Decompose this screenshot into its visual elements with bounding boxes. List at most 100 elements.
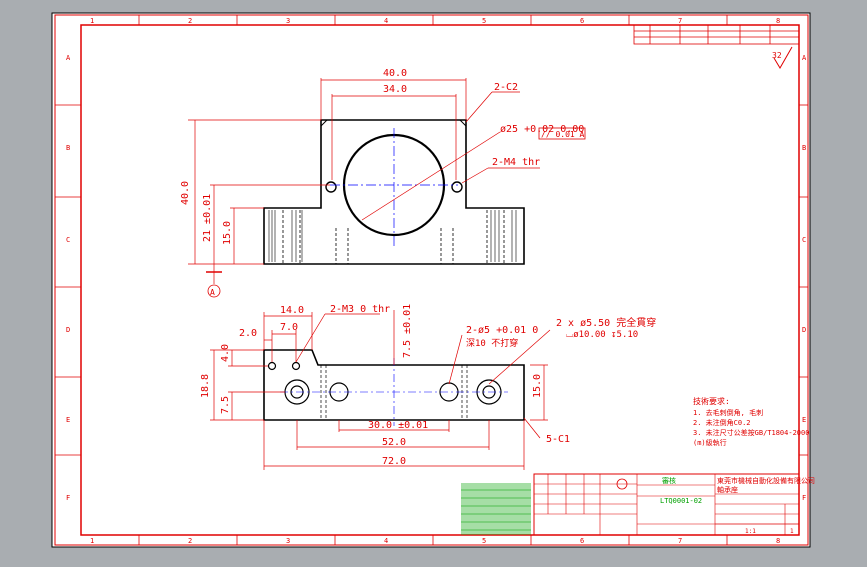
dim-72: 72.0 (382, 456, 406, 467)
column-label: 1 (90, 17, 94, 25)
dim-7-5-vertical: 7.5 ±0.01 (402, 304, 413, 358)
svg-text:2. 未注倒角C0.2: 2. 未注倒角C0.2 (693, 418, 751, 427)
top-hidden-lines (320, 365, 468, 420)
sheet-number: 1 (790, 528, 794, 535)
dim-4: 4.0 (220, 344, 231, 362)
top-view: 14.0 7.0 2.0 4.0 18.8 7.5 7.5 ±0.01 15.0… (200, 304, 656, 470)
column-label: 7 (678, 17, 682, 25)
pin-depth-callout: 深10 不打穿 (466, 337, 518, 349)
column-label: 5 (482, 17, 486, 25)
cbore-sub-callout: ⌴ø10.00 ↧5.10 (566, 330, 638, 340)
row-label: E (802, 416, 806, 424)
dim-15: 15.0 (532, 374, 543, 398)
column-labels: 1 1 2 2 3 3 4 4 5 5 6 6 7 7 8 8 (90, 15, 780, 545)
tap-hole-left (325, 181, 337, 193)
dim-2: 2.0 (239, 328, 257, 339)
column-label: 2 (188, 537, 192, 545)
dim-7-5: 7.5 (220, 396, 231, 414)
row-labels: A A B B C C D D E E F F (55, 54, 808, 502)
column-label: 5 (482, 537, 486, 545)
title-block-border (533, 473, 800, 536)
top-centerlines (280, 358, 508, 426)
column-label: 6 (580, 17, 584, 25)
datum-symbol: A (206, 271, 222, 298)
row-label: A (66, 54, 71, 62)
dim-30: 30.0 ±0.01 (368, 420, 428, 431)
column-label: 6 (580, 537, 584, 545)
tap-hole-right (451, 181, 463, 193)
technical-notes: 技術要求: 1. 去毛刺倒角, 毛刺 2. 未注倒角C0.2 3. 未注尺寸公差… (693, 396, 809, 447)
thread-hatch (268, 210, 517, 262)
inner-frame (80, 24, 800, 536)
column-label: 8 (776, 537, 780, 545)
svg-text:32: 32 (772, 51, 782, 60)
m3-hole-left (267, 361, 277, 371)
projection-symbol (616, 478, 628, 490)
green-grid (461, 489, 531, 531)
chamfer-right (459, 119, 467, 127)
chamfer-callout: 2-C2 (494, 82, 518, 93)
row-label: B (802, 144, 806, 152)
company-name: 東莞市機械自動化設備有限公司 (717, 476, 815, 485)
svg-text:(m)級執行: (m)級執行 (693, 438, 727, 447)
row-label: C (66, 236, 70, 244)
svg-text:3. 未注尺寸公差按GB/T1804-2000: 3. 未注尺寸公差按GB/T1804-2000 (693, 428, 809, 437)
column-label: 3 (286, 17, 290, 25)
green-stamp-area (461, 483, 531, 535)
title-block: 東莞市機械自動化設備有限公司 軸承座 LTQ0001-02 審核 1:1 1 (461, 473, 815, 536)
approval-label: 審核 (662, 476, 676, 485)
dim-width-outer: 40.0 (383, 68, 407, 79)
row-label: D (802, 326, 806, 334)
title-block-grid (534, 474, 799, 535)
cbore-callout: 2 x ø5.50 完全貫穿 (556, 316, 656, 329)
column-label: 3 (286, 537, 290, 545)
dim-base-height: 15.0 (222, 221, 233, 245)
surface-finish-symbol: 32 (772, 46, 793, 69)
m3-hole-right (291, 361, 301, 371)
top-dimension-lines (210, 310, 551, 470)
paper (51, 12, 811, 548)
column-label: 7 (678, 537, 682, 545)
parallelism-frame (538, 127, 586, 140)
svg-text:A: A (210, 288, 215, 297)
svg-text:1. 去毛刺倒角, 毛刺: 1. 去毛刺倒角, 毛刺 (693, 408, 763, 417)
svg-text:技術要求:: 技術要求: (693, 396, 730, 406)
front-body-outline (263, 119, 525, 265)
dim-7: 7.0 (280, 322, 298, 333)
chamfer-5-callout: 5-C1 (546, 434, 570, 445)
dim-center-height: 21 ±0.01 (202, 194, 213, 242)
bore-callout: ø25 +0.02 0.00 (500, 124, 584, 135)
dim-height-total: 40.0 (180, 181, 191, 205)
chamfer-left (320, 119, 328, 127)
m3-callout: 2-M3 0 thr (330, 304, 390, 315)
dim-52: 52.0 (382, 437, 406, 448)
column-label: 4 (384, 537, 388, 545)
drawing-number: LTQ0001-02 (660, 497, 702, 505)
dim-14: 14.0 (280, 305, 304, 316)
row-label: D (66, 326, 70, 334)
row-label: E (66, 416, 70, 424)
front-view: A // 0.01 A 40.0 34.0 40.0 21 ±0.01 15.0… (180, 68, 586, 298)
column-label: 1 (90, 537, 94, 545)
column-label: 8 (776, 17, 780, 25)
row-label: B (66, 144, 70, 152)
scale-value: 1:1 (745, 528, 756, 535)
front-dimension-lines (188, 78, 540, 284)
dim-width-inner: 34.0 (383, 84, 407, 95)
row-label: F (66, 494, 70, 502)
hidden-lines (282, 210, 505, 264)
row-label: C (802, 236, 806, 244)
dim-18-8: 18.8 (200, 374, 211, 398)
outer-frame (54, 14, 809, 546)
row-label: A (802, 54, 807, 62)
row-label: F (802, 494, 806, 502)
column-label: 2 (188, 17, 192, 25)
pin-callout: 2-ø5 +0.01 0 (466, 325, 538, 336)
column-label: 4 (384, 17, 388, 25)
revision-table (633, 24, 800, 45)
parallelism-tolerance: // 0.01 A (541, 130, 585, 139)
part-name: 軸承座 (717, 485, 738, 494)
tap-callout: 2-M4 thr (492, 157, 540, 168)
